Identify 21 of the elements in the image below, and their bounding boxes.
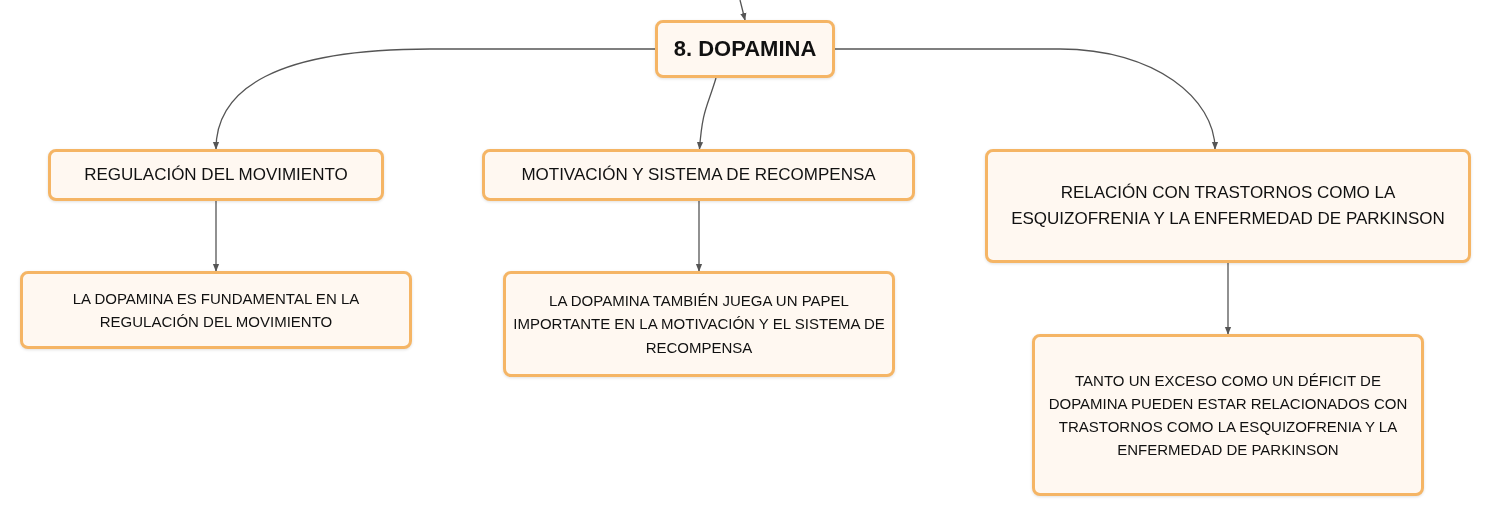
connector-arrow bbox=[213, 48, 656, 150]
node-text: RELACIÓN CON TRASTORNOS COMO LA ESQUIZOFRENIA Y LA ENFERMEDAD DE PARKINSON bbox=[1010, 181, 1446, 230]
detail-box bbox=[1032, 334, 1424, 496]
connector-arrow bbox=[697, 77, 717, 150]
connector-arrow bbox=[834, 48, 1218, 150]
topic-box bbox=[482, 149, 915, 201]
detail-box bbox=[20, 271, 412, 349]
connector-arrow bbox=[212, 200, 220, 272]
node-text: TANTO UN EXCESO COMO UN DÉFICIT DE DOPAMINA PUEDEN ESTAR RELACIONADOS CON TRASTORNOS COMO LA ESQUIZOFRENIA Y LA ENFERMEDAD DE PARKINSON bbox=[1047, 370, 1409, 461]
topic-box bbox=[48, 149, 384, 201]
node-text: LA DOPAMINA ES FUNDAMENTAL EN LA REGULACIÓN DEL MOVIMIENTO bbox=[71, 288, 361, 332]
connector-arrow bbox=[695, 200, 703, 272]
detail-box bbox=[503, 271, 895, 377]
node-text: REGULACIÓN DEL MOVIMIENTO bbox=[83, 163, 349, 186]
connector-arrow bbox=[1224, 262, 1232, 335]
node-text: 8. DOPAMINA bbox=[672, 34, 818, 63]
topic-box bbox=[985, 149, 1471, 263]
node-text: LA DOPAMINA TAMBIÉN JUEGA UN PAPEL IMPORTANTE EN LA MOTIVACIÓN Y EL SISTEMA DE RECOMPENSA bbox=[512, 291, 886, 358]
connector-arrow bbox=[739, 0, 747, 21]
node-text: MOTIVACIÓN Y SISTEMA DE RECOMPENSA bbox=[520, 163, 877, 186]
root-topic-box bbox=[655, 20, 835, 78]
